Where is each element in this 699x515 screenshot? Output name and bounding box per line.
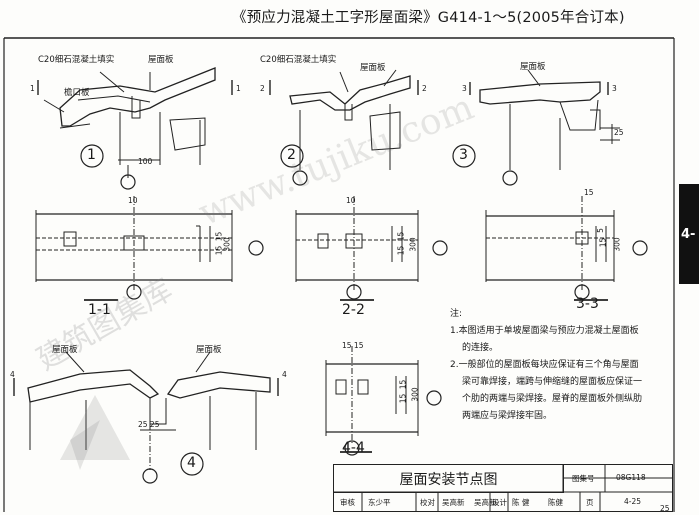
grid-circle-s22b: [346, 284, 362, 300]
dim-s22-15a: 15: [396, 231, 406, 242]
label-roof-panel-4a: 屋面板: [52, 345, 78, 355]
detail-4-circle: [180, 452, 204, 476]
grid-circle-3: [502, 170, 518, 186]
note-2-line-2: 梁可靠焊接，端跨与伸缩缝的屋面板应保证一: [462, 377, 643, 387]
note-2-line-4: 两端应与梁焊接牢固。: [462, 411, 553, 421]
label-roof-panel-2: 屋面板: [360, 63, 386, 73]
detail-4-number: 4: [187, 455, 196, 471]
detail-1-elevation: [37, 67, 233, 178]
note-1-line-1: 1.本图适用于单坡屋面梁与预应力混凝土屋面板: [450, 326, 639, 336]
section-2-2-plan: [295, 196, 419, 301]
review-signature: 东少平: [368, 498, 391, 507]
chapter-tab-label: 4-: [681, 226, 696, 242]
label-roof-panel-1: 屋面板: [148, 55, 174, 65]
detail-2-number: 2: [287, 147, 296, 163]
notes: 注: 1.本图适用于单坡屋面梁与预应力混凝土屋面板 的连接。 2.一般部位的屋面…: [450, 306, 672, 425]
title-block: 屋面安装节点图 图集号 08G118 审核 东少平 校对 吴高新 吴高新 设计 …: [333, 464, 673, 512]
dim-s33-300: 300: [612, 237, 622, 252]
review-label: 审核: [340, 498, 355, 507]
section-title-4-4: 4-4: [342, 440, 365, 456]
dim-25-25: 25 25: [138, 420, 160, 429]
grid-circle-4: [142, 468, 158, 484]
detail-2-circle: [280, 144, 304, 168]
atlas-no-label: 图集号: [572, 474, 595, 483]
section-4-4-plan: [325, 346, 419, 453]
design-label: 设计: [492, 498, 507, 507]
grid-circle-s44b: [344, 440, 360, 456]
section-3-3-plan: [485, 196, 615, 301]
note-1-line-2: 的连接。: [462, 343, 499, 353]
dim-s33-5: 5: [595, 228, 605, 233]
dim-s44-15b: 15: [398, 393, 408, 404]
dim-s22-15b: 15: [396, 245, 406, 256]
dim-15-15: 15 15: [342, 341, 364, 350]
chapter-tab: 4-: [679, 184, 699, 284]
design-name: 陈 健: [512, 498, 530, 507]
dim-s44-15a: 15: [398, 379, 408, 390]
detail-3-number: 3: [459, 147, 468, 163]
section-1-1-plan: [35, 196, 233, 301]
note-2-line-1: 2.一般部位的屋面板每块应保证有三个角与屋面: [450, 360, 639, 370]
dim-25: 25: [614, 128, 624, 137]
detail-1-circle: [80, 144, 104, 168]
grid-circle-1: [120, 174, 136, 190]
section-title-1-1: 1-1: [88, 302, 111, 318]
notes-heading: 注:: [450, 309, 463, 319]
detail-3-circle: [452, 144, 476, 168]
cut-mark-2-left: 2: [260, 84, 265, 93]
detail-2-elevation: [269, 69, 419, 170]
label-roof-panel-4b: 屋面板: [196, 345, 222, 355]
check-label: 校对: [420, 498, 435, 507]
page-foot-number: 25: [660, 504, 670, 513]
grid-circle-s22: [432, 240, 448, 256]
grid-circle-s11b: [126, 284, 142, 300]
cut-mark-1-left: 1: [30, 84, 35, 93]
grid-circle-2: [292, 170, 308, 186]
dim-10-a: 10: [128, 196, 138, 205]
dim-10-b: 10: [346, 196, 356, 205]
cut-mark-3-left: 3: [462, 84, 467, 93]
label-c20-1: C20细石混凝土填实: [38, 55, 115, 65]
grid-circle-s33: [632, 240, 648, 256]
label-roof-panel-3: 屋面板: [520, 62, 546, 72]
label-eave-panel: 檐口板: [64, 88, 90, 98]
section-title-2-2: 2-2: [342, 302, 365, 318]
check-signature: 吴高新: [474, 498, 497, 507]
cut-mark-3-right: 3: [612, 84, 617, 93]
dim-s22-300: 300: [408, 237, 418, 252]
section-title-3-3: 3-3: [576, 296, 599, 312]
detail-3-elevation: [469, 69, 620, 170]
note-2-line-3: 个肋的两端与梁焊接。屋脊的屋面板外侧纵肋: [462, 394, 643, 404]
dim-s44-300: 300: [410, 387, 420, 402]
cut-mark-4-right: 4: [282, 370, 287, 379]
dim-s33-15: 15: [598, 237, 608, 248]
page-label: 页: [586, 498, 594, 507]
cut-mark-4-left: 4: [10, 370, 15, 379]
design-signature: 陈健: [548, 498, 563, 507]
atlas-no: 08G118: [616, 473, 646, 482]
label-c20-2: C20细石混凝土填实: [260, 55, 337, 65]
page-number: 4-25: [624, 497, 642, 506]
check-name: 吴高新: [442, 498, 465, 507]
dim-15-top: 15: [584, 188, 594, 197]
cut-mark-2-right: 2: [422, 84, 427, 93]
detail-4-elevation: [13, 351, 279, 470]
detail-1-number: 1: [87, 147, 96, 163]
sheet-header: 《预应力混凝土工字形屋面梁》G414-1～5(2005年合订本): [232, 10, 625, 26]
grid-circle-s33b: [574, 284, 590, 300]
grid-circle-s11: [248, 240, 264, 256]
cut-mark-1-right: 1: [236, 84, 241, 93]
dim-s11-300: 300: [222, 237, 232, 252]
drawing-title: 屋面安装节点图: [334, 465, 564, 493]
watermark-logo: [60, 395, 130, 470]
grid-circle-s44: [426, 390, 442, 406]
dim-100: 100: [138, 157, 153, 166]
